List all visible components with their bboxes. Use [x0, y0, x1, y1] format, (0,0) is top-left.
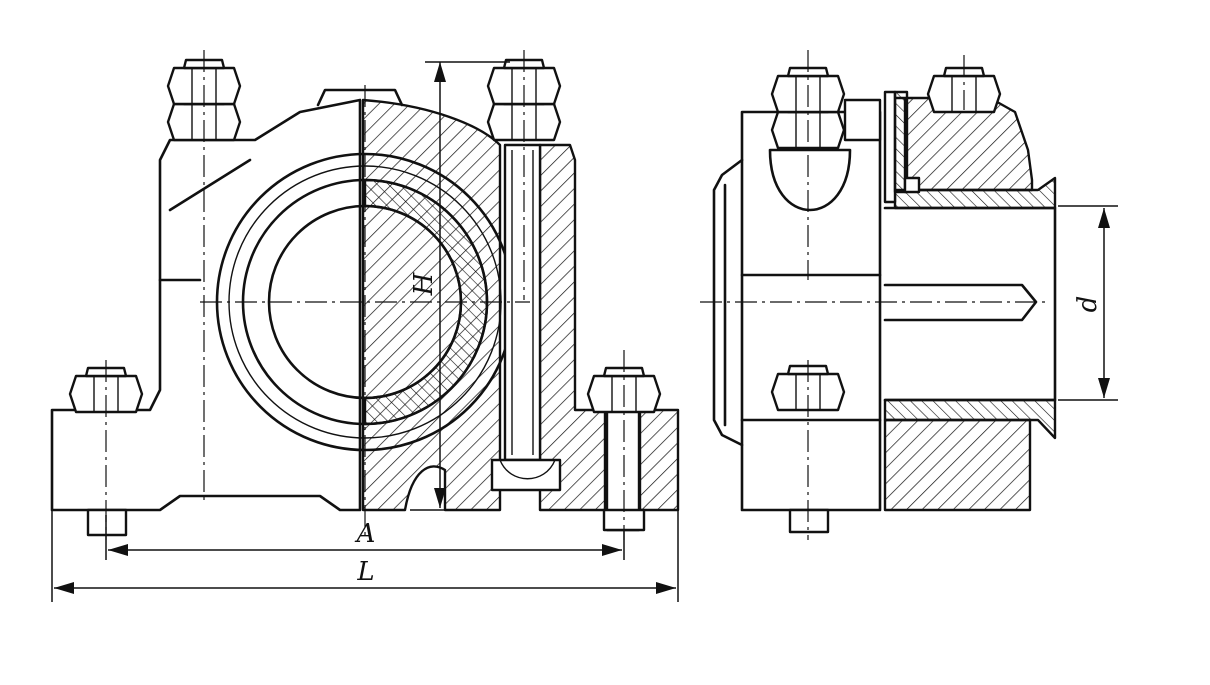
- housing-section-right: [538, 143, 607, 512]
- side-view: d: [700, 50, 1118, 540]
- end-flange: [712, 158, 744, 447]
- cap-top: [316, 88, 404, 107]
- label-d: d: [1073, 296, 1103, 313]
- side-base-section: [883, 418, 1032, 512]
- front-view: H A L: [50, 50, 680, 602]
- shaft: [883, 206, 1057, 402]
- label-L: L: [356, 557, 374, 587]
- base-plate: [50, 98, 362, 512]
- foot-right: [638, 408, 680, 512]
- ring-section-top: [893, 176, 1057, 210]
- label-A: A: [355, 519, 376, 549]
- side-body: [740, 110, 882, 512]
- label-H: H: [409, 271, 439, 296]
